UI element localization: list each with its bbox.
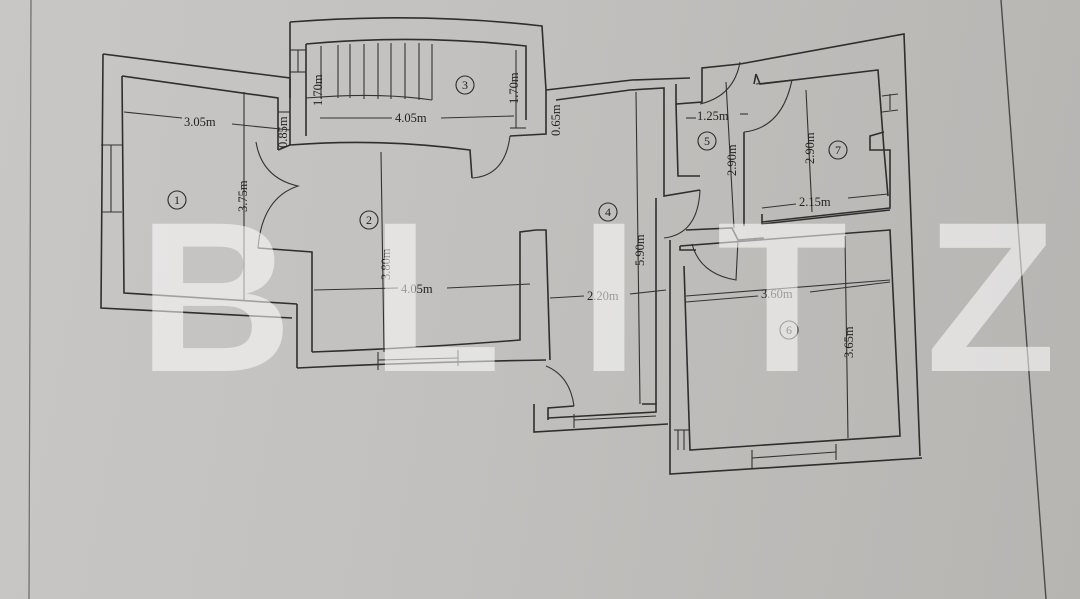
room-number-2: 2 <box>366 213 372 227</box>
dimension-lines <box>123 111 891 303</box>
room-marker-4: 4 <box>598 202 618 222</box>
paper-right-edge <box>1000 0 1047 599</box>
dim-room1-height: 3.75m <box>236 180 250 212</box>
room-1-walls <box>100 53 298 319</box>
room-3-stairs <box>277 17 547 179</box>
room-number-5: 5 <box>704 134 710 148</box>
room-marker-1: 1 <box>167 190 187 210</box>
dim-room1-width: 3.05m <box>184 115 216 129</box>
dim-stair-left: 1.70m <box>311 74 325 106</box>
room-marker-7: 7 <box>828 140 848 160</box>
dim-room6-width: 3.60m <box>761 287 793 301</box>
room-6-walls <box>669 229 923 475</box>
dim-room5-width: 1.25m <box>697 109 729 123</box>
room-number-3: 3 <box>462 78 468 92</box>
dim-stair-right: 1.70m <box>507 72 521 104</box>
room-number-4: 4 <box>605 205 611 219</box>
dim-room4-width: 2.20m <box>587 289 619 303</box>
dim-room5-height: 2.90m <box>725 144 739 176</box>
dim-room2-width: 4.05m <box>401 282 433 296</box>
room-4-walls <box>533 77 701 433</box>
room-7-walls <box>739 33 921 457</box>
room-number-7: 7 <box>835 143 841 157</box>
room-number-1: 1 <box>174 193 180 207</box>
room-marker-3: 3 <box>455 75 475 95</box>
dim-room1-niche: 0.85m <box>276 116 290 148</box>
dim-room7-width: 2.15m <box>799 195 831 209</box>
room-5-walls <box>675 61 793 281</box>
room-2-walls <box>255 141 547 370</box>
paper-left-edge <box>28 0 32 599</box>
room-marker-6: 6 <box>779 320 799 340</box>
dim-room6-height: 3.65m <box>842 326 856 358</box>
dim-stair-width: 4.05m <box>395 111 427 125</box>
dim-room4-height: 5.90m <box>633 234 647 266</box>
dim-stair-wall: 0.65m <box>549 104 563 136</box>
room-number-6: 6 <box>786 323 792 337</box>
dim-room2-height: 3.80m <box>379 248 393 280</box>
room-marker-2: 2 <box>359 210 379 230</box>
dim-room7-height: 2.90m <box>803 132 817 164</box>
room-marker-5: 5 <box>697 131 717 151</box>
